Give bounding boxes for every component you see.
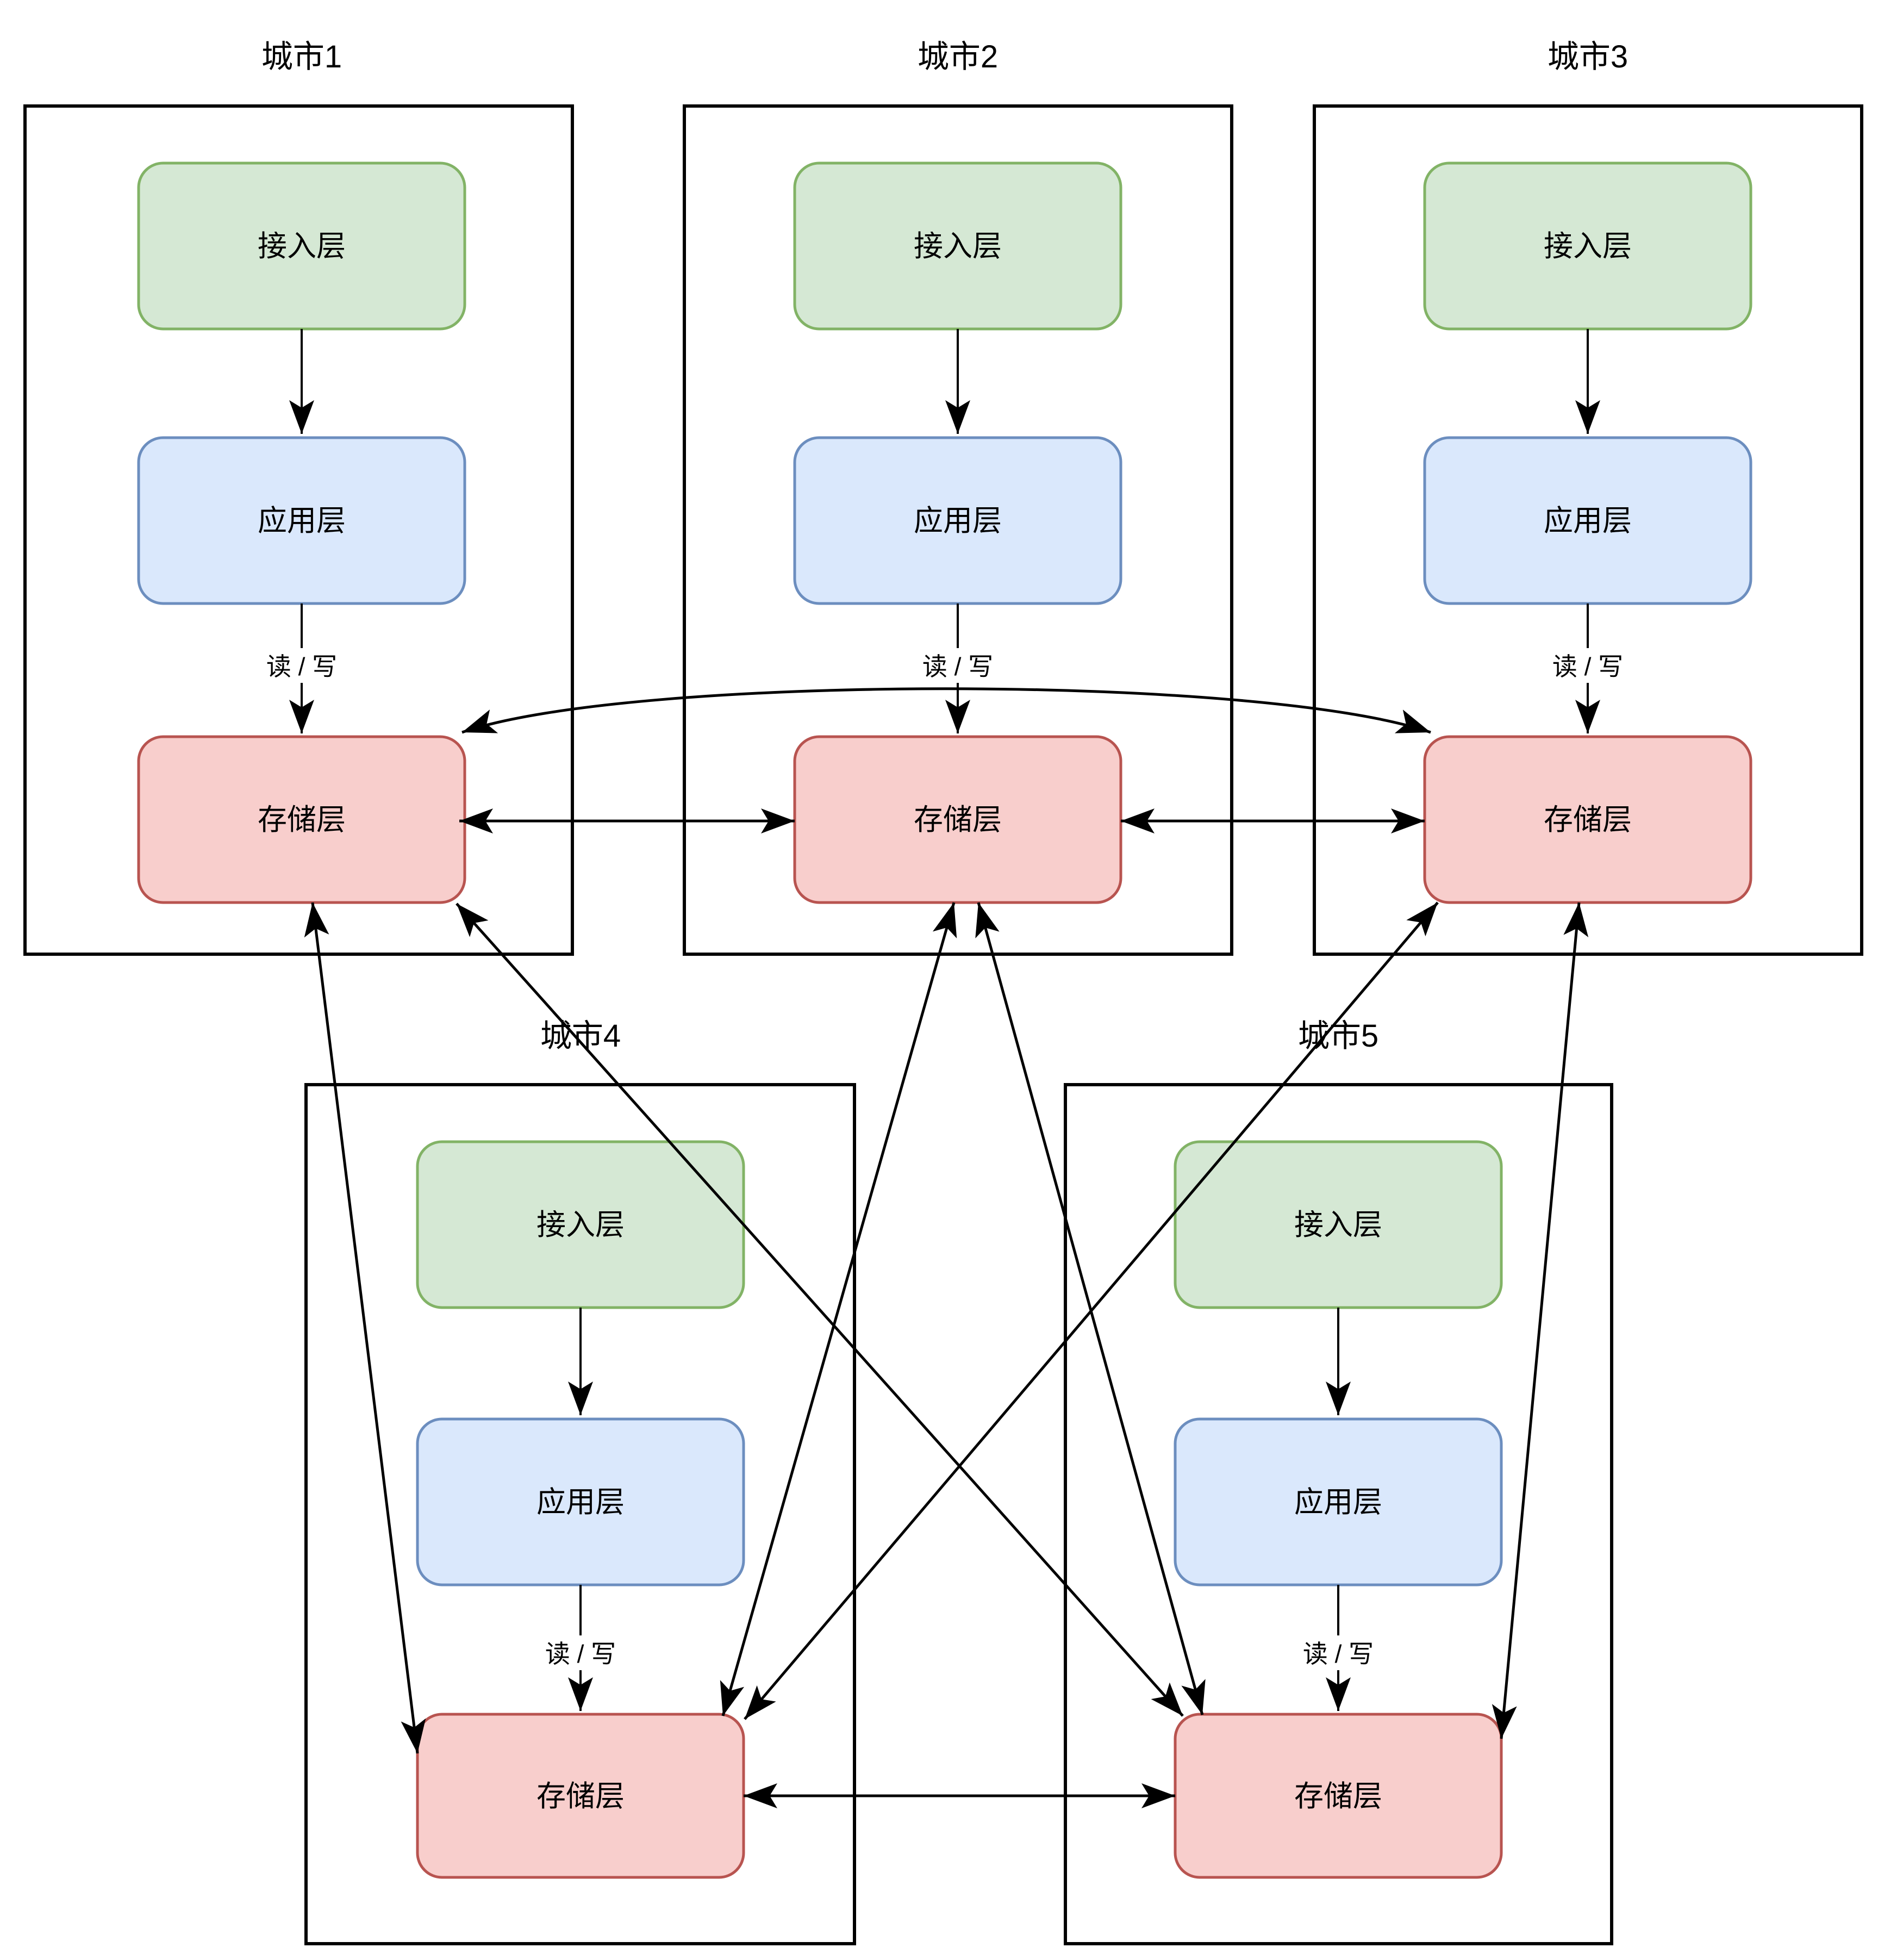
city3-rw-label-bg [1536,648,1639,683]
storage-link-city2-city4 [720,902,957,1716]
city4-access-label: 接入层 [536,1209,625,1241]
storage-link-city1-city5 [456,903,1184,1717]
storage-link-city2-city5 [975,902,1206,1715]
city3-storage-label: 存储层 [1544,804,1632,836]
city2-title: 城市2 [918,39,998,74]
city1-title: 城市1 [261,39,342,74]
city3-rw-label: 读 / 写 [1552,652,1623,681]
storage-link-city1-city3-curve [461,687,1431,734]
storage-link-city1-city4 [304,902,426,1754]
city5-app-label: 应用层 [1294,1486,1382,1519]
city3-access-label: 接入层 [1544,230,1632,263]
city5-rw-label-bg [1287,1635,1390,1670]
city3-app-label: 应用层 [1544,505,1632,537]
city5-access-label: 接入层 [1294,1209,1382,1241]
storage-link-city3-city4 [744,901,1439,1720]
city4-storage-label: 存储层 [536,1780,625,1813]
city1-app-label: 应用层 [258,505,346,537]
city5-title: 城市5 [1298,1018,1378,1054]
city2-storage-label: 存储层 [914,804,1002,836]
city3-title: 城市3 [1548,39,1628,74]
city2-rw-label-bg [906,648,1009,683]
city1-rw-label-bg [250,648,353,683]
city1-container [23,104,574,956]
city5-rw-label: 读 / 写 [1303,1640,1374,1668]
city1-rw-label: 读 / 写 [266,652,337,681]
storage-link-city3-city5 [1492,902,1589,1739]
city1-storage-label: 存储层 [258,804,346,836]
city4-rw-label-bg [529,1635,632,1670]
city4-title: 城市4 [540,1018,621,1054]
city4-rw-label: 读 / 写 [545,1640,616,1668]
city2-access-label: 接入层 [914,230,1002,263]
city1-access-label: 接入层 [258,230,346,263]
city5-storage-label: 存储层 [1294,1780,1382,1813]
city4-app-label: 应用层 [536,1486,625,1519]
city2-app-label: 应用层 [914,505,1002,537]
city2-rw-label: 读 / 写 [922,652,993,681]
